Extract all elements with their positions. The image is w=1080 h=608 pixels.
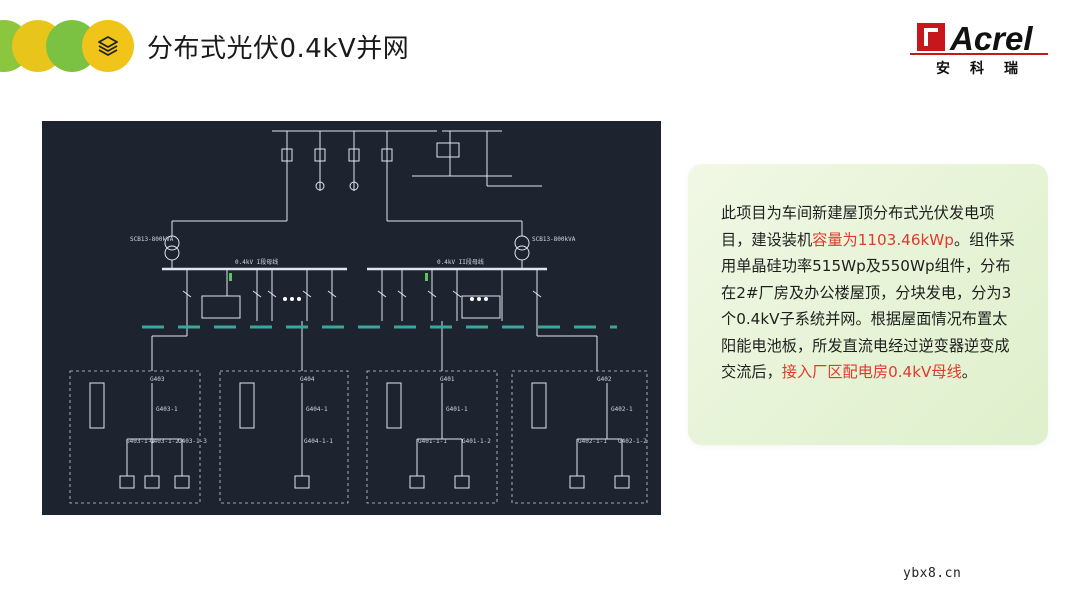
wiring-drawing: 0.4kV I段母线 0.4kV II段母线 SCB13-800kVA SCB1… [69, 130, 648, 504]
layers-icon-badge [82, 20, 134, 72]
cabinet-4-branch-1: G402-1-1 [578, 438, 607, 445]
cabinet-3-id: G401 [440, 376, 455, 383]
single-line-diagram: 0.4kV I段母线 0.4kV II段母线 SCB13-800kVA SCB1… [42, 121, 661, 515]
cabinet-1-branch-2: G403-1-2 [150, 438, 179, 445]
description-text-2: 。组件采用单晶硅功率515Wp及550Wp组件，分布在2#厂房及办公楼屋顶，分块… [721, 230, 1015, 382]
transformer-left-label: SCB13-800kVA [130, 236, 174, 243]
grid-connection-highlight: 接入厂区配电房0.4kV母线 [781, 363, 962, 381]
brand-chinese-name: 安科瑞 [936, 61, 1038, 77]
brand-logo: Acrel 安科瑞 [910, 20, 1055, 80]
capacity-highlight: 容量为1103.46kWp [812, 230, 954, 249]
cabinet-4-id: G402 [597, 376, 612, 383]
cabinet-3-branch-1: G401-1-1 [418, 438, 447, 445]
cabinet-4-tag: G402-1 [611, 406, 633, 413]
cabinet-1-branch-1: G403-1-1 [126, 438, 155, 445]
watermark: ybx8.cn [903, 566, 962, 581]
layers-icon [98, 36, 118, 56]
cabinet-3-tag: G401-1 [446, 406, 468, 413]
cabinet-3-branch-2: G401-1-2 [462, 438, 491, 445]
brand-underline [910, 53, 1048, 55]
project-description: 此项目为车间新建屋顶分布式光伏发电项目，建设装机容量为1103.46kWp。组件… [721, 200, 1021, 386]
cabinet-2-branch-1: G404-1-1 [304, 438, 333, 445]
description-text-1: 此项目为车间新建屋顶分布式光伏发电项目，建设装机 [721, 204, 995, 249]
cabinet-2-tag: G404-1 [306, 406, 328, 413]
busbar-left-label: 0.4kV I段母线 [235, 258, 278, 266]
cabinet-4-branch-2: G402-1-2 [618, 438, 647, 445]
cabinet-1-id: G403 [150, 376, 165, 383]
cabinet-1-branch-3: G403-1-3 [178, 438, 207, 445]
cabinet-2-id: G404 [300, 376, 315, 383]
acrel-emblem-icon [917, 23, 945, 51]
project-description-card: 此项目为车间新建屋顶分布式光伏发电项目，建设装机容量为1103.46kWp。组件… [688, 164, 1048, 445]
brand-wordmark: Acrel [950, 20, 1033, 57]
busbar-right-label: 0.4kV II段母线 [437, 258, 484, 266]
cabinet-1-tag: G403-1 [156, 406, 178, 413]
page-title: 分布式光伏0.4kV并网 [147, 34, 410, 64]
description-text-3: 。 [961, 363, 977, 381]
transformer-right-label: SCB13-800kVA [532, 236, 576, 243]
